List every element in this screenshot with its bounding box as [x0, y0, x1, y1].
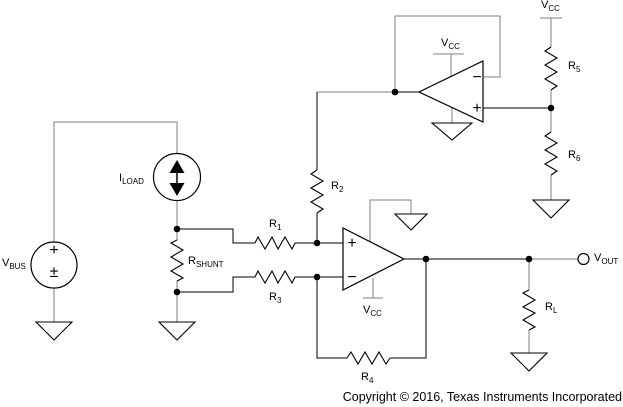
r3-label-main: R [269, 291, 277, 303]
wire-diffamp-ground-stub [369, 199, 412, 242]
grounds [34, 122, 571, 372]
vcc-rail-label: VCC [541, 0, 560, 13]
junction-dots [173, 88, 555, 296]
rshunt-label-sub: SHUNT [195, 260, 224, 270]
wire-diffamp-vcc-stub [363, 278, 383, 299]
r5-label-sub: 5 [575, 65, 581, 75]
diff-amp-vcc-sub: CC [370, 309, 382, 319]
r1-label: R1 [269, 218, 281, 232]
r4-label-main: R [361, 371, 369, 383]
junction-dot [173, 288, 181, 296]
wire-vcc-rail-stub [540, 17, 562, 47]
wire-vbus-to-iload [53, 121, 178, 242]
diff-amp-vcc-label: VCC [363, 304, 382, 318]
rshunt-label: RSHUNT [188, 255, 224, 269]
diff-amp-plus-mark: + [347, 235, 356, 252]
buffer-opamp: − + [417, 60, 484, 123]
vout-terminal [577, 252, 590, 266]
rl-resistor [521, 289, 537, 331]
iload-label: ILOAD [119, 172, 144, 186]
vcc-rail-sub: CC [548, 4, 560, 14]
vbus-source-circle [30, 241, 78, 289]
diff-amp-vcc-main: V [363, 304, 371, 316]
r6-label-sub: 6 [575, 154, 581, 164]
vbus-label: VBUS [2, 257, 26, 271]
diff-amp-triangle [342, 227, 406, 291]
junction-dot [422, 255, 430, 263]
r5-label-main: R [568, 60, 576, 72]
r4-resistor [346, 350, 391, 366]
buffer-minus-mark: − [472, 69, 481, 86]
ground-r6 [531, 199, 571, 219]
r3-label-sub: 3 [276, 296, 282, 306]
r6-label: R6 [568, 149, 580, 163]
vbus-plusminus-mark: ± [50, 264, 59, 281]
resistors [169, 46, 559, 366]
rshunt-label-main: R [188, 255, 196, 267]
vbus-label-sub: BUS [9, 262, 26, 272]
wire-r4-left-lead [316, 277, 347, 359]
r1-label-sub: 1 [276, 223, 282, 233]
r4-label-sub: 4 [368, 376, 374, 386]
vbus-source: + ± [30, 241, 78, 289]
iload-label-sub: LOAD [122, 177, 144, 187]
wire-r4-right-lead [390, 259, 427, 359]
r6-resistor [543, 131, 559, 176]
vout-label-main: V [594, 252, 602, 264]
wire-buffer-vcc-stub [433, 53, 464, 77]
r3-label: R3 [269, 291, 281, 305]
r4-label: R4 [361, 371, 373, 385]
r5-label: R5 [568, 60, 580, 74]
junction-dot [391, 88, 399, 96]
junction-dot [313, 239, 321, 247]
r3-resistor [254, 269, 296, 285]
vout-label: VOUT [594, 252, 618, 266]
diff-amp-opamp: + − [342, 227, 406, 291]
junction-dot [525, 255, 533, 263]
wire-shunt-top-to-r1 [177, 228, 255, 244]
ground-diffamp [393, 213, 429, 231]
r1-label-main: R [269, 218, 277, 230]
rl-label: RL [545, 301, 557, 315]
iload-source [152, 152, 202, 202]
buffer-plus-mark: + [472, 100, 481, 117]
diff-amp-minus-mark: − [347, 269, 356, 286]
iload-label-main: I [119, 172, 123, 184]
vbus-plus-mark: + [49, 242, 58, 259]
ground-rshunt [157, 321, 197, 341]
junction-dot [547, 104, 555, 112]
r6-label-main: R [568, 149, 576, 161]
r2-label-main: R [331, 180, 339, 192]
vcc-rail-main: V [541, 0, 549, 11]
ground-vbus [34, 321, 74, 341]
rl-label-sub: L [552, 306, 558, 316]
r2-resistor [309, 169, 325, 214]
r5-resistor [543, 46, 559, 91]
buffer-vcc-label: VCC [441, 37, 460, 51]
vout-label-sub: OUT [601, 257, 619, 267]
junction-dot [173, 225, 181, 233]
buffer-vcc-main: V [441, 37, 449, 49]
buffer-vcc-sub: CC [448, 42, 460, 52]
r2-label-sub: 2 [338, 185, 344, 195]
vbus-label-main: V [2, 257, 10, 269]
iload-arrow-up [169, 160, 185, 173]
wire-buffer-feedback [394, 15, 501, 92]
junction-dot [313, 273, 321, 281]
iload-arrow-down [169, 183, 185, 196]
rshunt-resistor [169, 239, 185, 282]
wire-shunt-bot-to-r3 [177, 276, 255, 293]
rl-label-main: R [545, 301, 553, 313]
ground-buffer [430, 122, 474, 141]
buffer-triangle [417, 60, 484, 123]
ground-rl [509, 352, 549, 372]
r2-label: R2 [331, 180, 343, 194]
r1-resistor [254, 235, 296, 251]
copyright-notice: Copyright © 2016, Texas Instruments Inco… [342, 390, 622, 404]
